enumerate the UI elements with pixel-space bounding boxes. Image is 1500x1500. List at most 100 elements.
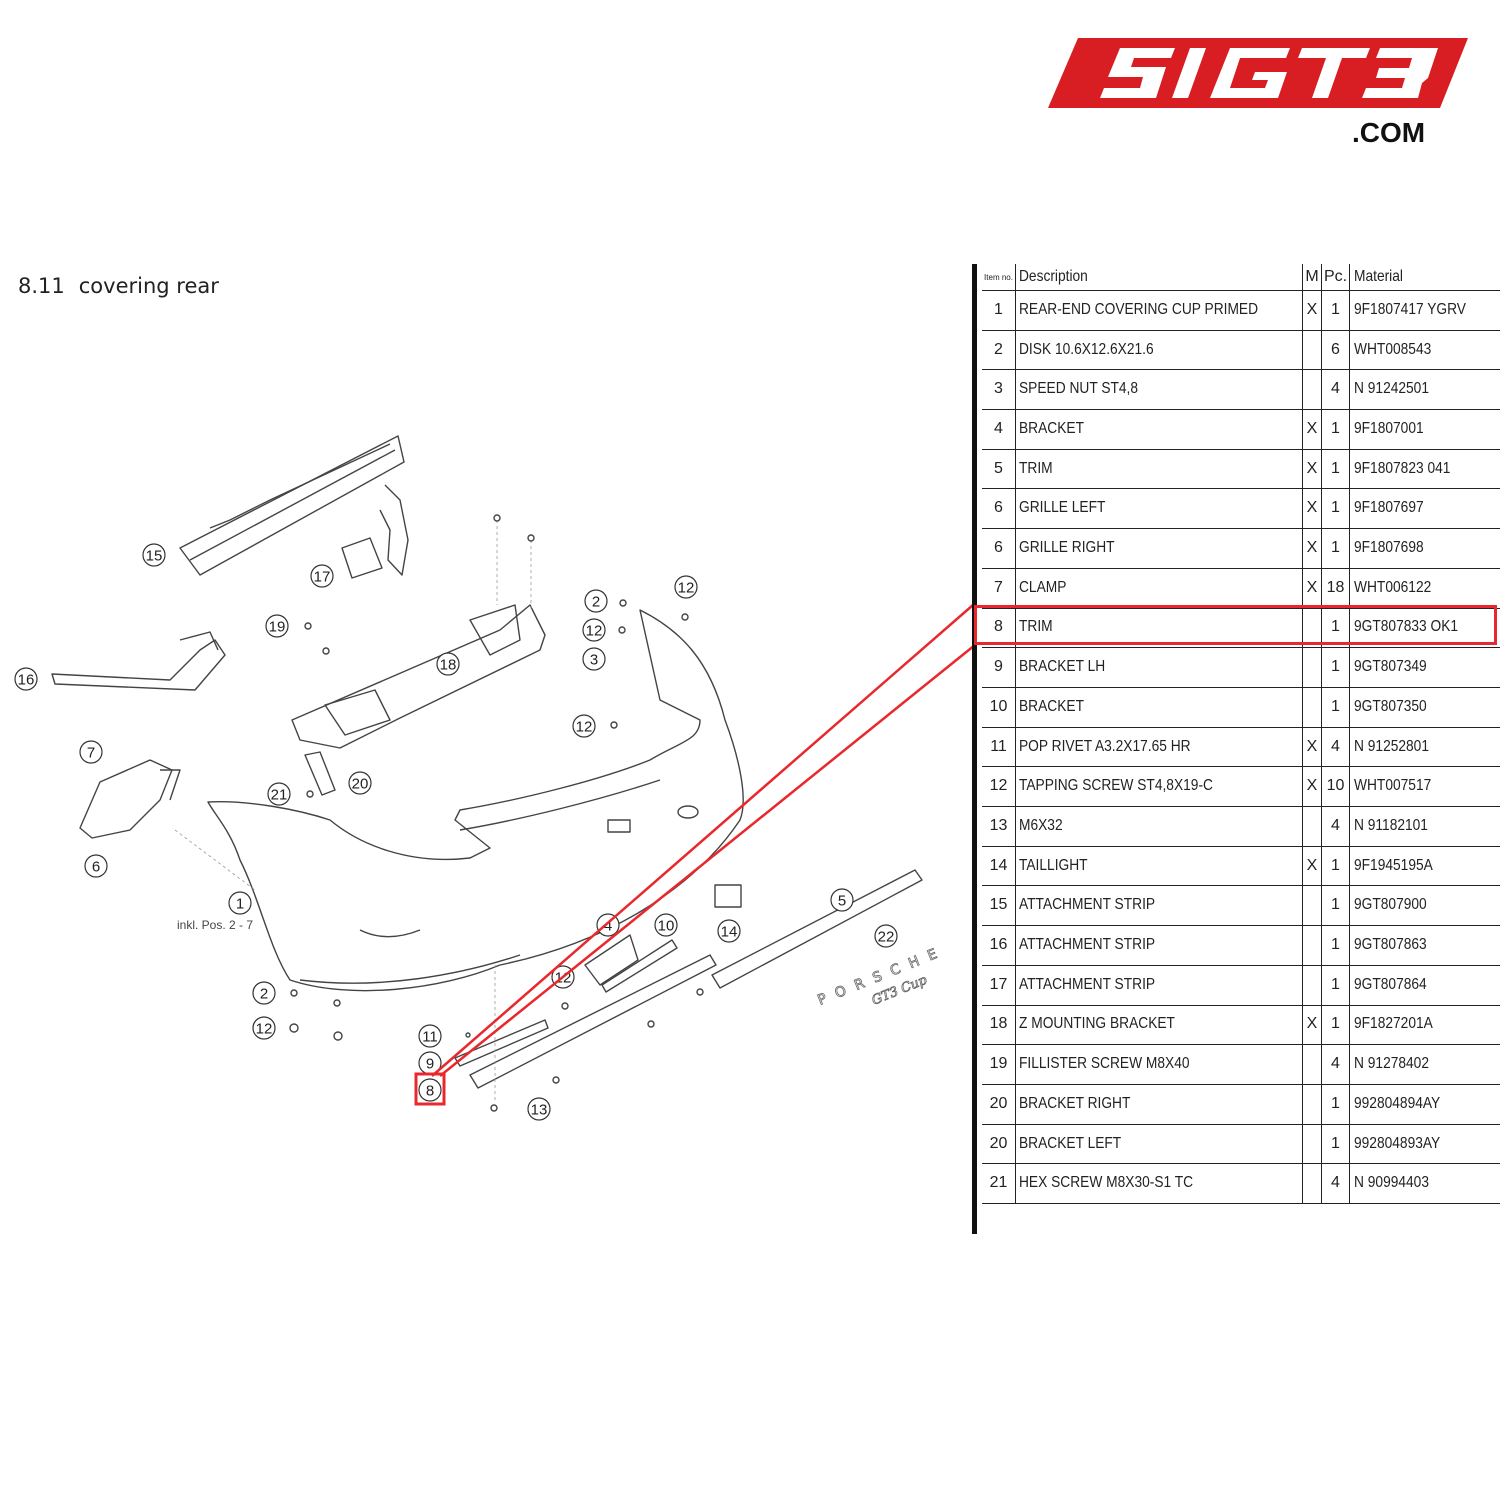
- cell-material: 9F1807417 YGRV: [1354, 300, 1466, 318]
- callout-12: 12: [674, 575, 698, 599]
- cell-pc: 1: [1322, 964, 1350, 1005]
- callout-9: 9: [418, 1051, 442, 1075]
- callout-7: 7: [79, 740, 103, 764]
- cell-item: 1: [982, 290, 1016, 330]
- callout-number: 5: [838, 893, 846, 910]
- callout-3: 3: [582, 647, 606, 671]
- header-item: Item no.: [982, 264, 1016, 290]
- callout-1: 1: [228, 891, 252, 915]
- cell-material: N 90994403: [1354, 1174, 1429, 1192]
- cell-m: [1303, 329, 1322, 370]
- part-10-bracket: [601, 939, 678, 993]
- cell-material: N 91278402: [1354, 1055, 1429, 1073]
- cell-pc: 4: [1322, 1044, 1350, 1084]
- callout-number: 20: [352, 776, 369, 793]
- cell-m: [1303, 1044, 1322, 1084]
- cell-m: X: [1303, 845, 1322, 886]
- callout-15: 15: [142, 543, 166, 567]
- callout-22: 22: [874, 924, 898, 948]
- cell-material: N 91242501: [1354, 380, 1429, 398]
- cell-m: X: [1303, 409, 1322, 449]
- cell-material: 9GT807863: [1354, 936, 1427, 954]
- cell-m: [1303, 369, 1322, 410]
- cell-item: 17: [982, 964, 1016, 1005]
- cell-description: Z MOUNTING BRACKET: [1016, 1004, 1303, 1045]
- callout-number: 9: [426, 1056, 434, 1073]
- cell-material: 9GT807900: [1354, 896, 1427, 914]
- callout-number: 3: [590, 652, 598, 669]
- cell-item: 14: [982, 845, 1016, 886]
- cell-item: 21: [982, 1163, 1016, 1204]
- cell-pc: 1: [1322, 488, 1350, 529]
- cell-m: X: [1303, 766, 1322, 807]
- cell-item: 10: [982, 687, 1016, 727]
- callout-14: 14: [717, 919, 741, 943]
- callout-17: 17: [310, 564, 334, 588]
- cell-material: 9GT807833 OK1: [1354, 618, 1459, 636]
- cell-m: X: [1303, 528, 1322, 568]
- cell-description: ATTACHMENT STRIP: [1016, 885, 1303, 926]
- cell-description: TAPPING SCREW ST4,8X19-C: [1016, 766, 1303, 807]
- cell-pc: 1: [1322, 1084, 1350, 1124]
- part-14-taillight: [714, 884, 742, 908]
- callout-number: 7: [87, 745, 95, 762]
- part-16-attachment-strip: [51, 631, 226, 691]
- cell-description: FILLISTER SCREW M8X40: [1016, 1044, 1303, 1084]
- cell-item: 13: [982, 806, 1016, 846]
- cell-pc: 10: [1322, 766, 1350, 807]
- header-description: Description: [1016, 264, 1303, 290]
- callout-2: 2: [252, 981, 276, 1005]
- part-18-mounting-bracket: [291, 604, 546, 749]
- cell-description: BRACKET LEFT: [1016, 1123, 1303, 1164]
- highlighted-row-box: [974, 605, 1497, 645]
- cell-item: 18: [982, 1004, 1016, 1045]
- cell-description: HEX SCREW M8X30-S1 TC: [1016, 1163, 1303, 1204]
- cell-m: [1303, 647, 1322, 687]
- callout-18: 18: [436, 652, 460, 676]
- cell-m: [1303, 925, 1322, 965]
- cell-m: [1303, 1084, 1322, 1124]
- cell-m: [1303, 806, 1322, 846]
- cell-item: 6: [982, 528, 1016, 568]
- callout-number: 22: [878, 929, 895, 946]
- cell-pc: 1: [1322, 290, 1350, 330]
- header-m: M: [1303, 264, 1322, 290]
- cell-m: [1303, 1123, 1322, 1164]
- cell-description: ATTACHMENT STRIP: [1016, 925, 1303, 965]
- part-17-attachment-strip: [341, 484, 409, 579]
- cell-m: X: [1303, 488, 1322, 529]
- callout-number: 12: [586, 623, 603, 640]
- cell-item: 20: [982, 1123, 1016, 1164]
- cell-pc: 4: [1322, 369, 1350, 410]
- cell-material: 9GT807349: [1354, 658, 1427, 676]
- callout-16: 16: [14, 667, 38, 691]
- cell-material: 9F1945195A: [1354, 856, 1433, 874]
- cell-material: WHT006122: [1354, 578, 1432, 596]
- cell-description: BRACKET: [1016, 409, 1303, 449]
- callout-number: 16: [18, 672, 35, 689]
- cell-material: WHT007517: [1354, 777, 1432, 795]
- cell-pc: 1: [1322, 448, 1350, 489]
- callout-12: 12: [252, 1016, 276, 1040]
- logo-suffix: .COM: [1352, 117, 1425, 148]
- cell-pc: 1: [1322, 1004, 1350, 1045]
- cell-item: 20: [982, 1084, 1016, 1124]
- callout-number: 11: [422, 1029, 438, 1046]
- cell-m: X: [1303, 448, 1322, 489]
- callout-20: 20: [348, 771, 372, 795]
- callout-number: 19: [269, 619, 286, 636]
- callout-number: 1: [236, 896, 244, 913]
- callout-10: 10: [654, 913, 678, 937]
- cell-description: BRACKET RIGHT: [1016, 1084, 1303, 1124]
- cell-description: TAILLIGHT: [1016, 845, 1303, 886]
- part-22-badge: PORSCHE GT3 Cup: [815, 942, 949, 1009]
- callout-13: 13: [527, 1097, 551, 1121]
